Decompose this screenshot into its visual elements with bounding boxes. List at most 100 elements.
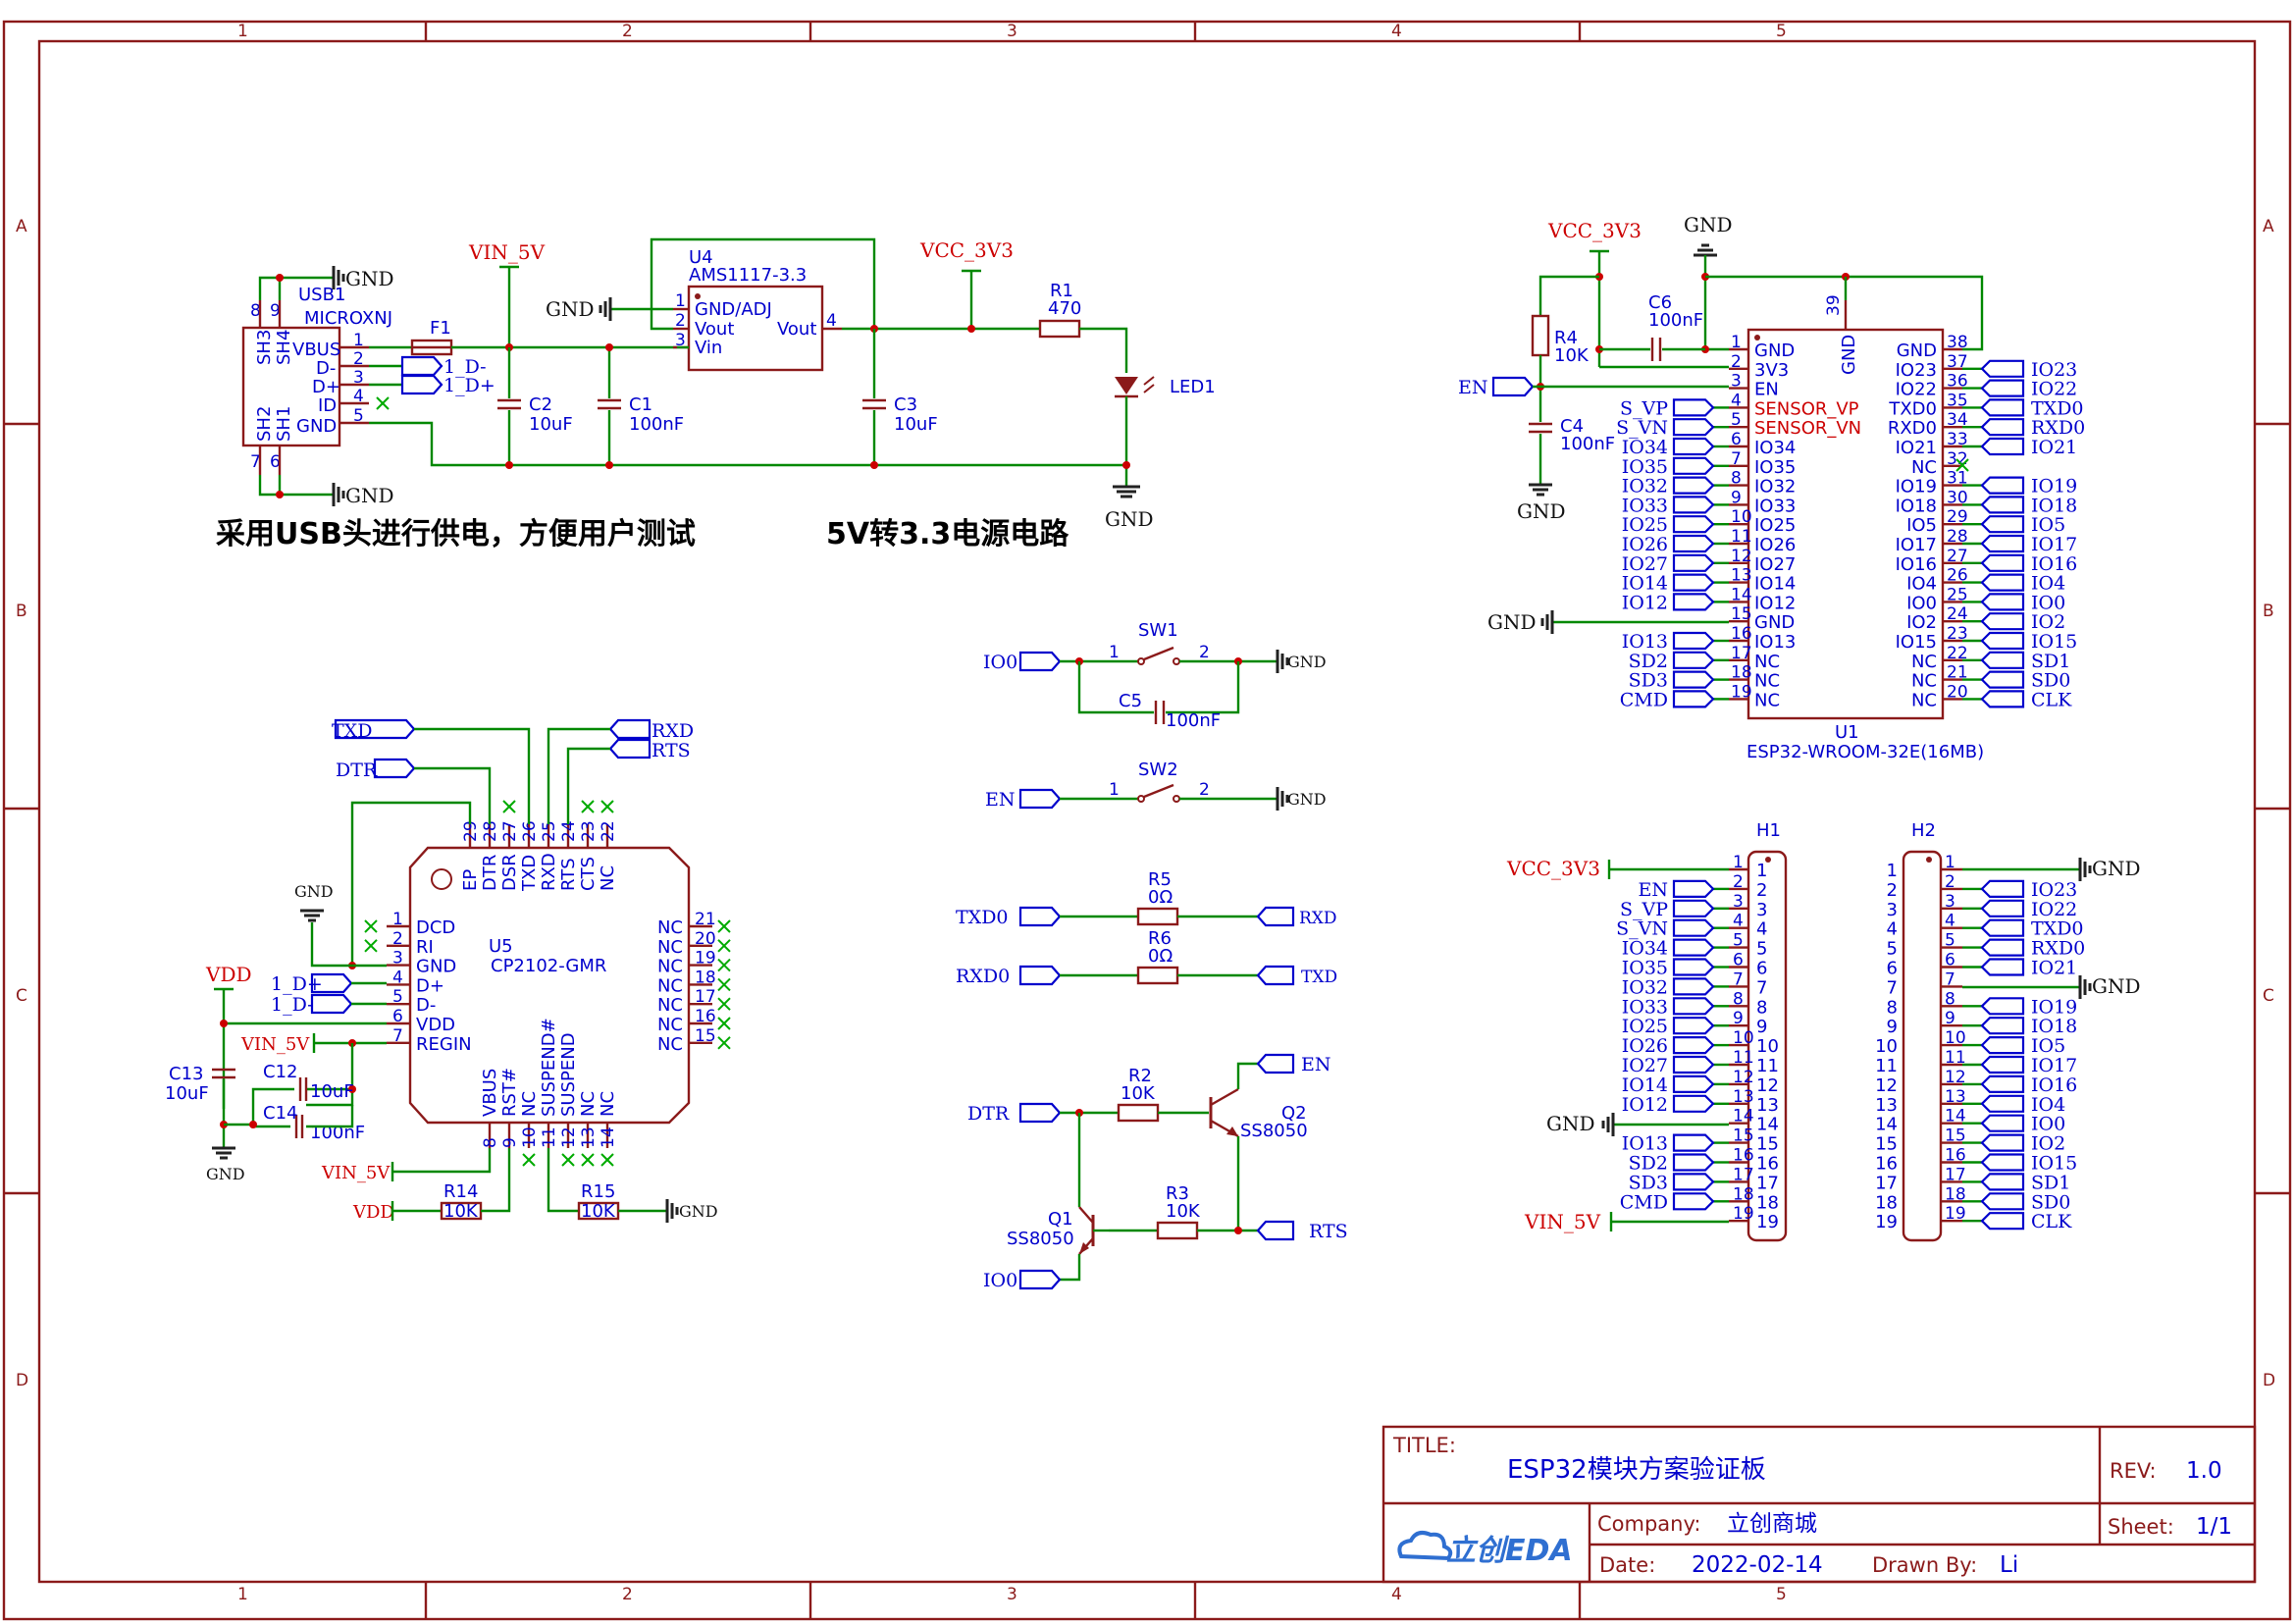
h2-net-flag: [1980, 1133, 2025, 1152]
company-value: 立创商城: [1727, 1511, 1817, 1537]
gnd-label-usb-top: GND: [345, 267, 394, 290]
h1-pin-number: 3: [1733, 892, 1744, 912]
h1-pin-number: 13: [1733, 1087, 1754, 1107]
u1-pin-number: 3: [1731, 372, 1742, 392]
h2-net-label: IO17: [2031, 1055, 2077, 1076]
gnd-label-sw1: GND: [1287, 653, 1327, 671]
h2-pin-label: 2: [1887, 880, 1898, 901]
h2-pin-number: 2: [1945, 872, 1955, 892]
usb-power-section: USB1 MICROXNJ VBUS D- D+ ID GND SH3 SH4 …: [216, 237, 1216, 551]
c3-ref: C3: [894, 394, 917, 415]
h2-pin-label: 9: [1887, 1017, 1898, 1037]
u5-pin-name: NC: [657, 917, 683, 938]
frame-col-label-bottom: 1: [237, 1585, 248, 1604]
u1-pin-number: 36: [1947, 372, 1968, 392]
h2-pin-label: 1: [1887, 861, 1898, 881]
h1-net-label: IO14: [1622, 1074, 1668, 1096]
u5-pin-number: 18: [695, 968, 716, 987]
u5-pin-number: 3: [392, 949, 403, 969]
svg-text:ID: ID: [318, 395, 337, 416]
cp-d-minus-flag: 1_D-: [271, 994, 314, 1016]
u1-pin-number: 29: [1947, 507, 1968, 527]
u1-left-net-flag: [1672, 534, 1715, 553]
h1-net-flag: [1672, 1173, 1715, 1191]
frame-col-label-top: 2: [622, 22, 633, 41]
h1-net-flag: [1672, 879, 1715, 898]
h2-net-label: SD1: [2031, 1172, 2070, 1193]
r1-value: 470: [1048, 298, 1081, 319]
u5-pin-name: REGIN: [416, 1034, 472, 1055]
u5-pin-number: 27: [500, 820, 520, 842]
u1-pin-name: IO0: [1906, 593, 1937, 613]
u1-right-net-flag: [1980, 398, 2025, 417]
u5-pin-number: 1: [392, 910, 403, 929]
u1-pin-name: IO27: [1754, 554, 1796, 575]
u5-pin-name: VBUS: [480, 1069, 500, 1117]
rts-flag-auto: RTS: [1309, 1221, 1348, 1242]
u5-pin-number: 9: [500, 1137, 520, 1148]
h2-pin-label: 3: [1887, 900, 1898, 920]
u1-right-net-label: IO4: [2031, 573, 2065, 595]
c6-ref: C6: [1648, 292, 1672, 313]
u5-pin-number: 21: [695, 910, 716, 929]
u1-right-net-flag: [1980, 690, 2025, 708]
u1-pin-name: IO5: [1906, 515, 1937, 536]
u1-right-net-flag: [1980, 496, 2025, 514]
u1-pin-number: 8: [1731, 469, 1742, 489]
date-value: 2022-02-14: [1692, 1552, 1823, 1578]
u1-pin-number: 16: [1731, 624, 1752, 644]
vcc-3v3-esp-label: VCC_3V3: [1547, 219, 1642, 242]
u1-pin-number: 31: [1947, 469, 1968, 489]
u1-left-net-label: IO32: [1622, 476, 1668, 498]
svg-text:2: 2: [675, 311, 686, 331]
u1-left-net-label: IO27: [1622, 553, 1668, 575]
u5-pin-name: NC: [657, 1034, 683, 1055]
u1-right-net-label: IO23: [2031, 359, 2077, 381]
h1-net-flag: [1672, 1133, 1715, 1152]
r15-ref: R15: [581, 1181, 615, 1202]
u5-pin-name: RTS: [558, 858, 579, 891]
h1-pin-label: 12: [1756, 1075, 1779, 1096]
en-flag-auto: EN: [1301, 1054, 1331, 1075]
u1-pin-number: 17: [1731, 644, 1752, 663]
h2-pin-number: 5: [1945, 931, 1955, 951]
title-block: TITLE: ESP32模块方案验证板 REV: 1.0 Company: 立创…: [1382, 1425, 2257, 1584]
u1-left-net-label: SD2: [1629, 651, 1668, 672]
gnd-label-usb-bottom: GND: [345, 484, 394, 507]
u5-pin-number: 22: [599, 820, 618, 842]
u1-pin-number: 4: [1731, 391, 1742, 410]
u5-pin-number: 10: [520, 1126, 540, 1148]
u1-pin-number: 1: [1731, 333, 1742, 352]
u1-right-net-label: TXD0: [2031, 397, 2084, 419]
h2-net-flag: [1980, 1114, 2025, 1132]
h2-net-label: IO2: [2031, 1133, 2065, 1155]
u1-pin-number: 2: [1731, 352, 1742, 372]
date-label: Date:: [1599, 1553, 1655, 1577]
h1-pin-number: 8: [1733, 989, 1744, 1009]
svg-text:VBUS: VBUS: [292, 340, 340, 360]
u5-pin-number: 6: [392, 1007, 403, 1026]
h1-net-label: IO25: [1622, 1016, 1668, 1037]
en-flag-sw2: EN: [985, 789, 1016, 811]
u5-pin-name: TXD: [519, 855, 540, 892]
h1-net-flag: [1672, 918, 1715, 937]
r4-ref: R4: [1554, 328, 1578, 348]
svg-text:Vin: Vin: [695, 338, 722, 358]
h2-pin-label: 12: [1875, 1075, 1898, 1096]
h2-pin-label: 8: [1887, 997, 1898, 1018]
sheet-title: ESP32模块方案验证板: [1507, 1455, 1766, 1485]
u5-pin-name: NC: [657, 995, 683, 1016]
rev-label: REV:: [2110, 1459, 2157, 1483]
r5-ref: R5: [1148, 869, 1172, 890]
h1-pin-number: 17: [1733, 1165, 1754, 1184]
u5-pin-name: NC: [657, 975, 683, 996]
h2-pin-number: 9: [1945, 1009, 1955, 1028]
usb-d-minus-flag: 1_D-: [443, 356, 487, 378]
h2-pin-number: 19: [1945, 1204, 1966, 1224]
r2-ref: R2: [1128, 1066, 1152, 1086]
u1-pin-number: 6: [1731, 430, 1742, 449]
u1-pin-name: EN: [1754, 380, 1779, 400]
h1-net-flag: [1672, 958, 1715, 976]
